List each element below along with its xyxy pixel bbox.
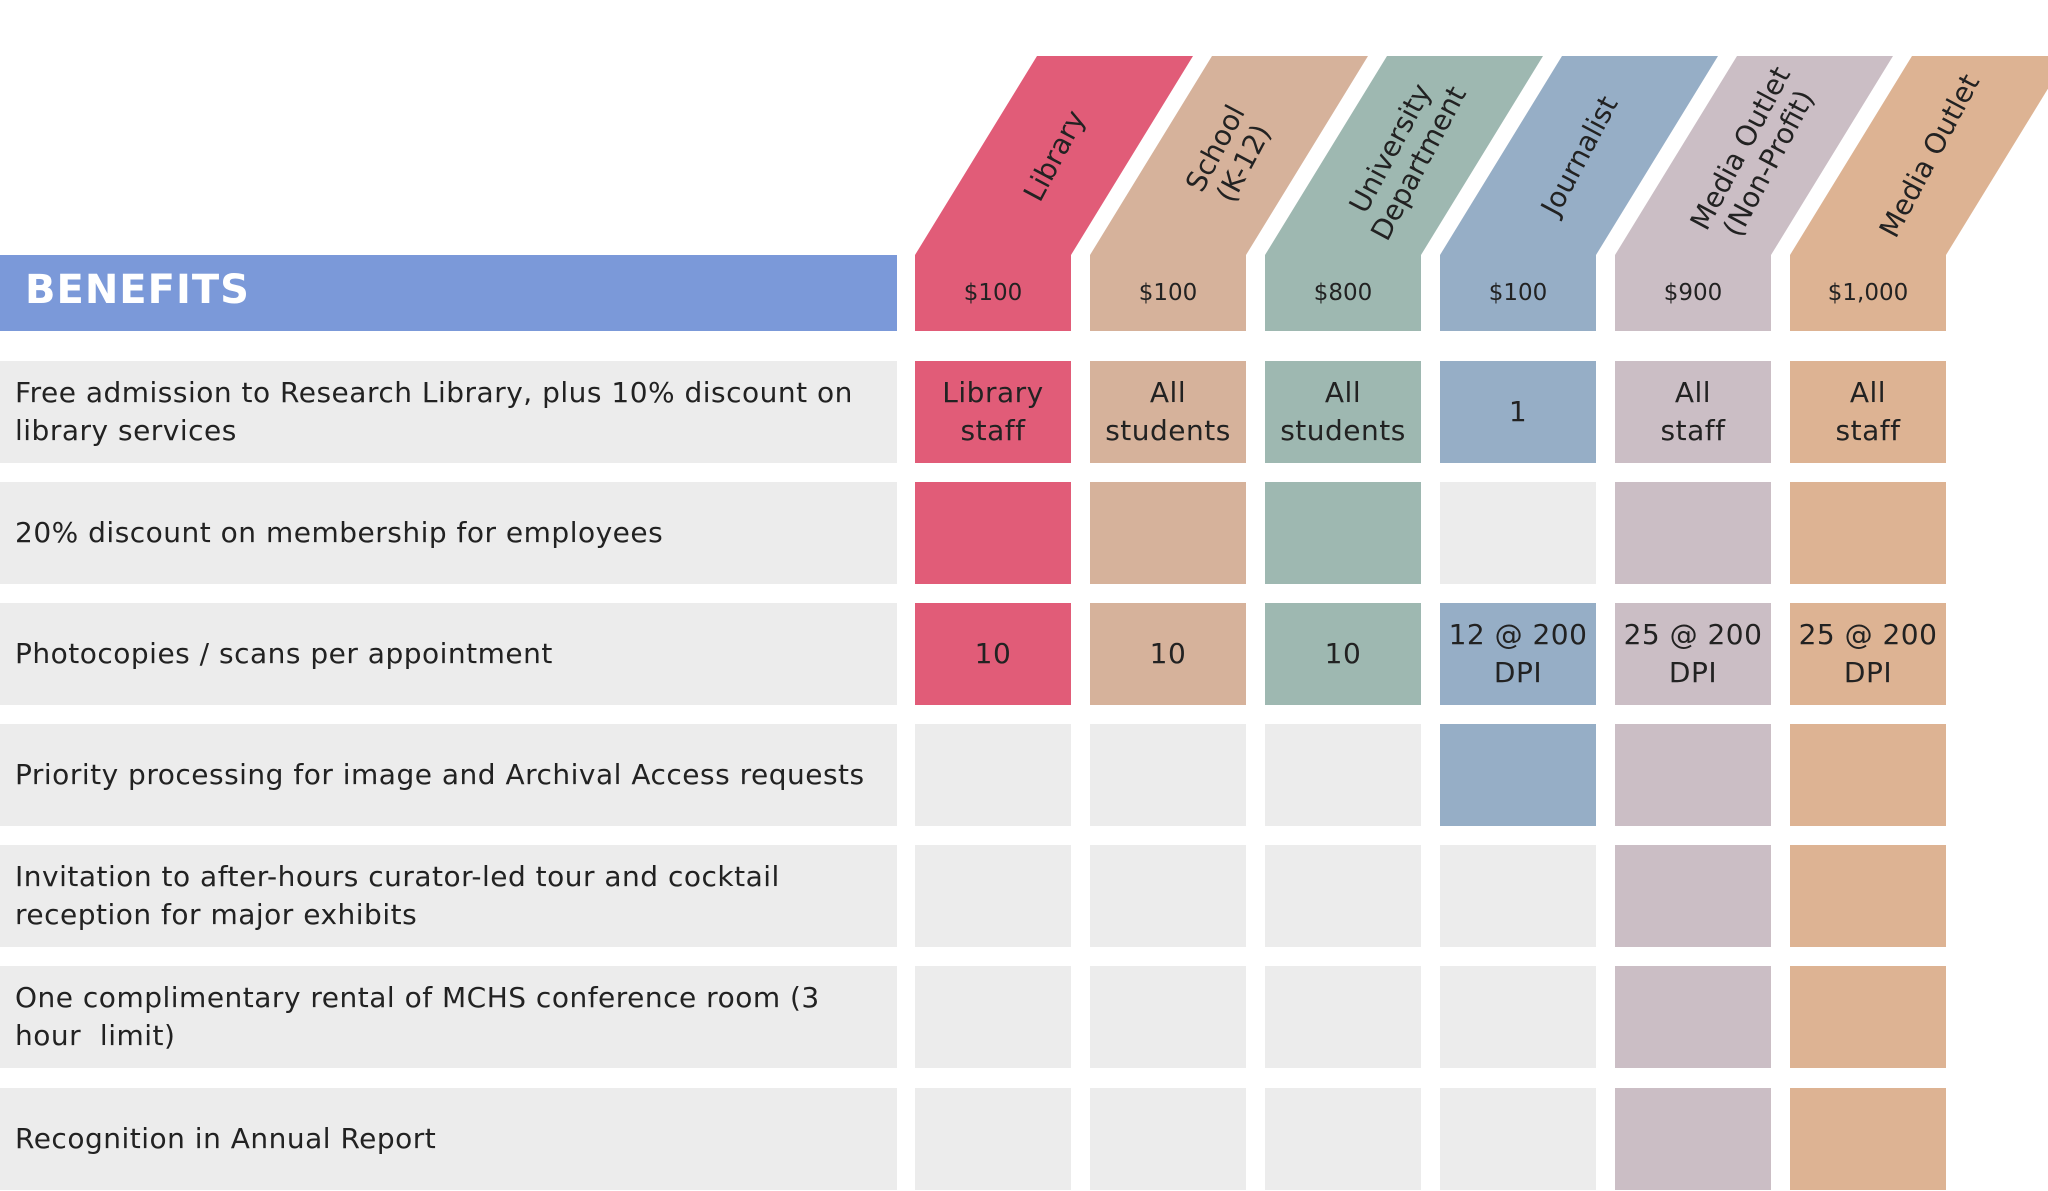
price-school-k-12: $100 <box>1090 255 1246 331</box>
benefit-cell-journalist <box>1440 966 1596 1068</box>
benefit-label: Recognition in Annual Report <box>0 1088 897 1190</box>
benefit-cell-journalist <box>1440 845 1596 947</box>
benefit-label: Photocopies / scans per appointment <box>0 603 897 705</box>
benefit-cell-media-outlet <box>1790 724 1946 826</box>
benefit-cell-library <box>915 845 1071 947</box>
benefit-cell-school-k-12 <box>1090 724 1246 826</box>
benefit-cell-media-outlet-non-profit <box>1615 1088 1771 1190</box>
price-journalist: $100 <box>1440 255 1596 331</box>
benefit-cell-library <box>915 966 1071 1068</box>
benefit-cell-journalist <box>1440 724 1596 826</box>
benefit-cell-school-k-12 <box>1090 1088 1246 1190</box>
benefit-cell-media-outlet-non-profit <box>1615 966 1771 1068</box>
benefit-cell-media-outlet-non-profit <box>1615 724 1771 826</box>
column-header-school-k-12 <box>1090 56 1368 255</box>
column-header-library <box>915 56 1193 255</box>
column-header-media-outlet-non-profit <box>1615 56 1893 255</box>
price-media-outlet: $1,000 <box>1790 255 1946 331</box>
benefit-cell-school-k-12 <box>1090 482 1246 584</box>
benefit-cell-school-k-12 <box>1090 966 1246 1068</box>
benefit-cell-university-department <box>1265 482 1421 584</box>
benefit-label: 20% discount on membership for employees <box>0 482 897 584</box>
benefit-cell-journalist: 1 <box>1440 361 1596 463</box>
benefit-label: Priority processing for image and Archiv… <box>0 724 897 826</box>
column-header-university-department <box>1265 56 1543 255</box>
benefit-cell-university-department: 10 <box>1265 603 1421 705</box>
benefit-cell-library: 10 <box>915 603 1071 705</box>
benefit-cell-media-outlet-non-profit <box>1615 845 1771 947</box>
column-header-media-outlet <box>1790 56 2048 255</box>
benefit-label: Free admission to Research Library, plus… <box>0 361 897 463</box>
benefit-cell-journalist <box>1440 1088 1596 1190</box>
benefit-cell-media-outlet-non-profit <box>1615 482 1771 584</box>
benefit-label: One complimentary rental of MCHS confere… <box>0 966 897 1068</box>
benefit-label: Invitation to after-hours curator-led to… <box>0 845 897 947</box>
benefits-title: BENEFITS <box>25 267 250 313</box>
benefit-cell-journalist <box>1440 482 1596 584</box>
benefit-cell-school-k-12 <box>1090 845 1246 947</box>
benefits-header-bar: BENEFITS <box>0 255 897 331</box>
benefit-cell-media-outlet <box>1790 845 1946 947</box>
benefit-cell-university-department <box>1265 845 1421 947</box>
benefit-cell-media-outlet <box>1790 966 1946 1068</box>
price-university-department: $800 <box>1265 255 1421 331</box>
benefit-cell-library <box>915 482 1071 584</box>
benefit-cell-library <box>915 724 1071 826</box>
benefit-cell-media-outlet <box>1790 1088 1946 1190</box>
price-library: $100 <box>915 255 1071 331</box>
benefit-cell-university-department <box>1265 724 1421 826</box>
price-media-outlet-non-profit: $900 <box>1615 255 1771 331</box>
benefit-cell-library <box>915 1088 1071 1190</box>
benefit-cell-university-department <box>1265 966 1421 1068</box>
benefit-cell-media-outlet <box>1790 482 1946 584</box>
benefit-cell-university-department <box>1265 1088 1421 1190</box>
column-header-journalist <box>1440 56 1718 255</box>
benefit-cell-school-k-12: 10 <box>1090 603 1246 705</box>
